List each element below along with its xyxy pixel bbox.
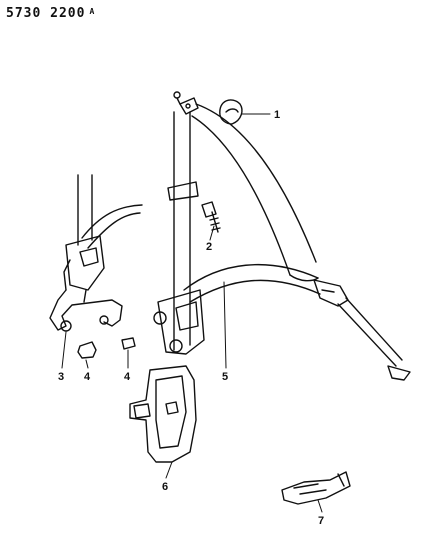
callout-7: 7 xyxy=(318,515,324,527)
diagram-code-number: 5730 2200 xyxy=(6,6,86,21)
diagram-code-suffix: A xyxy=(89,7,96,16)
callout-4-right: 4 xyxy=(124,371,131,383)
center-pillar-and-belt xyxy=(153,91,411,381)
callout-3: 3 xyxy=(58,371,64,383)
bolt-2 xyxy=(201,201,221,233)
left-belt-assembly xyxy=(49,174,143,332)
callout-5: 5 xyxy=(222,371,228,383)
callout-4-left: 4 xyxy=(84,371,91,383)
callout-1: 1 xyxy=(274,109,280,121)
cap-4-right xyxy=(121,337,136,350)
trim-cover-6 xyxy=(129,365,197,463)
cap-4-left xyxy=(77,341,97,359)
cover-cap-1 xyxy=(219,99,243,125)
callout-6: 6 xyxy=(162,481,168,493)
callout-2: 2 xyxy=(206,241,212,253)
buckle-7 xyxy=(281,471,351,505)
leader-lines xyxy=(61,113,323,513)
